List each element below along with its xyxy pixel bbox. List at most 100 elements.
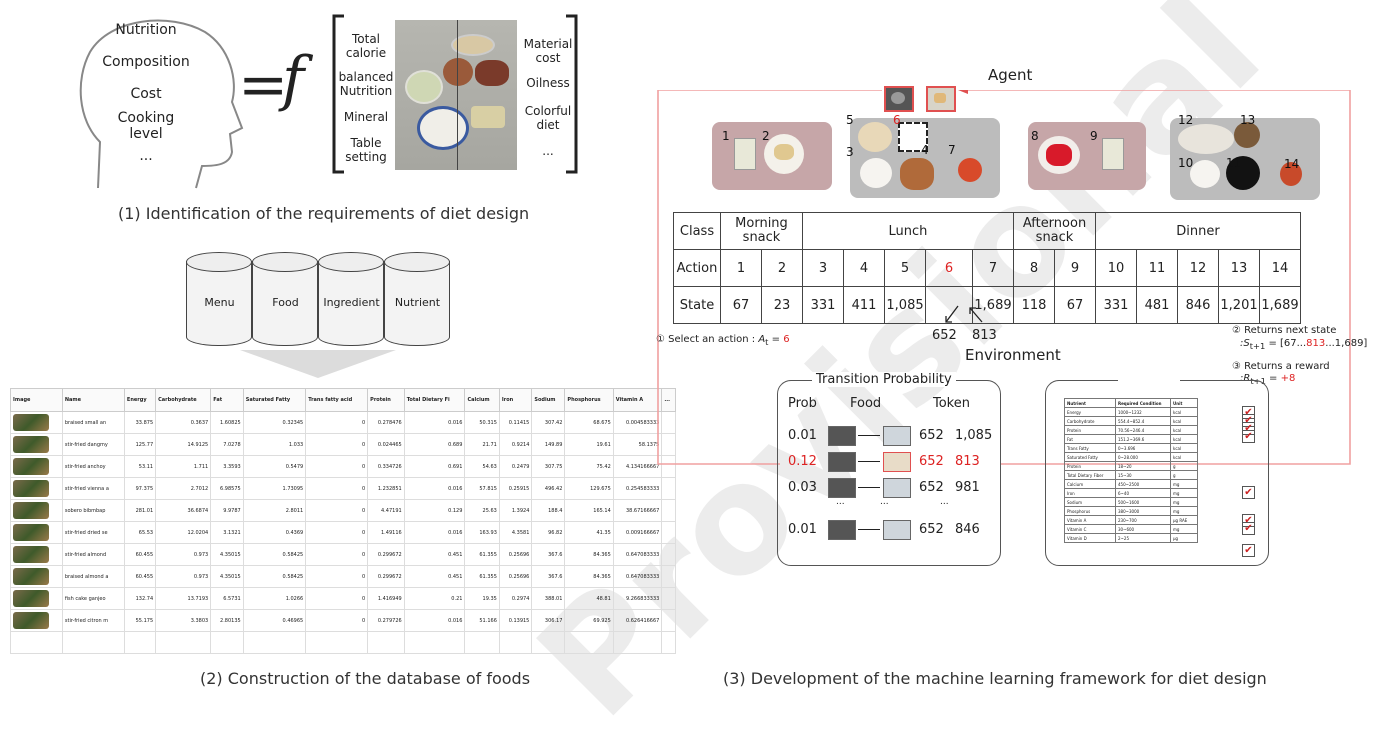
food-thumbnail	[13, 436, 49, 453]
table-cell: 0.58425	[242, 543, 307, 566]
column-header: Saturated Fatty	[242, 388, 307, 412]
table-cell: 9.9787	[210, 499, 244, 522]
table-cell: 4.35015	[210, 565, 244, 588]
checkbox-checked-icon: ✔	[1242, 430, 1255, 443]
state-cell: 1,201	[1218, 286, 1260, 324]
nutrient-cell: 15~30	[1115, 470, 1171, 480]
step3-label: ③ Returns a reward	[1232, 361, 1330, 372]
nutrient-cell: μg	[1170, 533, 1198, 543]
db-food: Food	[252, 252, 318, 352]
food-thumbnail	[13, 524, 49, 541]
action-cell: 10	[1095, 249, 1137, 287]
table-cell: 307.75	[531, 455, 566, 478]
column-header: Protein	[367, 388, 405, 412]
tray-afternoon	[1028, 122, 1146, 190]
table-cell: 53.11	[123, 455, 157, 478]
table-cell: 0.278476	[367, 411, 405, 434]
table-cell: 0	[305, 455, 369, 478]
tray-num-9: 9	[1090, 129, 1098, 143]
nutrient-cell: kcal	[1170, 443, 1198, 453]
tp-token-1: 652	[919, 522, 944, 537]
tp-token-1: 652	[919, 428, 944, 443]
table-cell: 68.675	[564, 411, 614, 434]
class-morning: Morning snack	[720, 212, 803, 250]
column-header: Calcium	[464, 388, 500, 412]
nutrient-cell: 70.56~246.4	[1115, 425, 1171, 435]
split-left-value: 652	[932, 328, 957, 343]
table-cell: 496.42	[531, 477, 566, 500]
tp-token-2: 813	[955, 454, 980, 469]
table-cell: 1.0266	[242, 587, 307, 610]
table-cell: 0.299672	[367, 543, 405, 566]
nutrient-cell: kcal	[1170, 452, 1198, 462]
table-cell: 0.3637	[155, 411, 212, 434]
table-cell: 13.7193	[155, 587, 212, 610]
db-menu: Menu	[186, 252, 252, 352]
table-cell: 0	[305, 609, 369, 632]
table-cell: 165.14	[564, 499, 614, 522]
action-cell: 7	[972, 249, 1014, 287]
tp-prob: 0.03	[788, 480, 817, 495]
db-nutrient: Nutrient	[384, 252, 450, 352]
tray-num-11: 11	[1226, 156, 1242, 170]
table-cell	[564, 631, 614, 654]
environment-label: Environment	[965, 346, 1061, 364]
nutrient-cell: mg	[1170, 488, 1198, 498]
table-cell: 0.334726	[367, 455, 405, 478]
table-cell	[661, 543, 676, 566]
checkbox-checked-icon: ✔	[1242, 544, 1255, 557]
nutrient-cell: Vitamin C	[1064, 524, 1116, 534]
food-image	[10, 609, 63, 632]
nutrient-column-header: Nutrient	[1064, 398, 1116, 408]
caption-3: (3) Development of the machine learning …	[723, 669, 1267, 688]
table-cell	[367, 631, 405, 654]
nutrient-cell: Protein	[1064, 461, 1116, 471]
table-cell: 4.47191	[367, 499, 405, 522]
state-cell: 23	[761, 286, 803, 324]
table-cell: 0.254583333	[612, 477, 663, 500]
req-mineral: Mineral	[343, 110, 389, 124]
brackets	[332, 14, 578, 174]
nutrient-cell: Protein	[1064, 425, 1116, 435]
table-cell: 0.647083333	[612, 543, 663, 566]
candidate-food-icon	[884, 86, 914, 112]
arrow-right-icon	[858, 487, 880, 488]
table-cell: 281.01	[123, 499, 157, 522]
action-cell: 5	[884, 249, 926, 287]
action-cell: 8	[1013, 249, 1055, 287]
action-cell: 11	[1136, 249, 1178, 287]
food-thumbnail	[13, 458, 49, 475]
table-cell: 0.11415	[498, 411, 533, 434]
req-material-cost: Material cost	[523, 37, 573, 65]
nutrient-cell: 0~28.000	[1115, 452, 1171, 462]
step2-label: ② Returns next state	[1232, 325, 1337, 336]
state-cell: 118	[1013, 286, 1055, 324]
food-image	[10, 521, 63, 544]
food-image	[10, 565, 63, 588]
table-cell: 0.016	[403, 609, 466, 632]
current-food-icon	[828, 520, 856, 540]
checkbox-checked-icon: ✔	[1242, 406, 1255, 419]
tray-num-7: 7	[948, 143, 956, 157]
db-nutrient-label: Nutrient	[394, 296, 441, 309]
head-item-ellipsis: ...	[139, 148, 153, 164]
table-cell: 61.355	[464, 565, 500, 588]
table-cell: 1.3924	[498, 499, 533, 522]
action-header: Action	[673, 249, 721, 287]
table-cell	[242, 631, 307, 654]
nutrient-cell: 2~25	[1115, 533, 1171, 543]
action-cell: 14	[1259, 249, 1301, 287]
table-cell	[661, 631, 676, 654]
food-name-cell: stir-fried citron m	[61, 609, 125, 632]
food-thumbnail	[13, 568, 49, 585]
food-image	[10, 477, 63, 500]
table-cell: 0.973	[155, 543, 212, 566]
table-cell: 0.973	[155, 565, 212, 588]
